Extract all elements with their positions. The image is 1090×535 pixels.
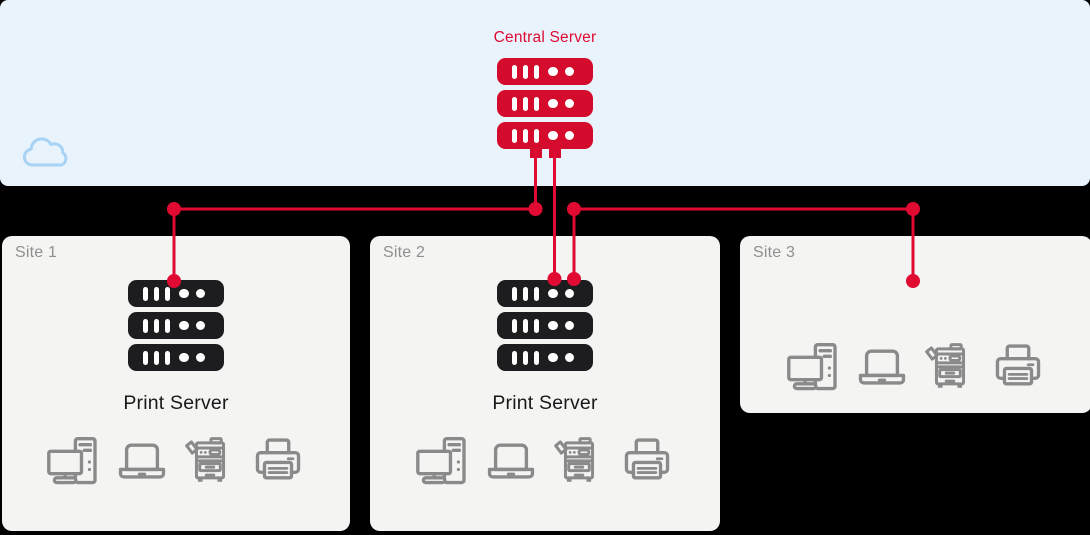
print-server-label: Print Server <box>492 392 598 414</box>
desktop-pc-icon <box>416 436 466 485</box>
copier-icon <box>554 437 595 484</box>
print-server-icon <box>497 280 593 371</box>
desktop-pc-icon <box>787 342 837 391</box>
printer-icon <box>995 344 1041 386</box>
cloud-icon <box>22 137 68 167</box>
laptop-icon <box>487 443 535 479</box>
site-2-label: Site 2 <box>383 244 426 261</box>
server-connector-stub <box>549 148 561 158</box>
device-row <box>415 434 675 490</box>
server-row <box>497 90 593 117</box>
site-card-3: Site 3 <box>740 236 1090 413</box>
print-server-icon <box>128 280 224 371</box>
central-server-icon <box>497 58 593 158</box>
laptop-icon <box>118 443 166 479</box>
server-row <box>497 58 593 85</box>
junction-dot <box>906 202 920 216</box>
site-1-label: Site 1 <box>15 244 58 261</box>
server-row <box>497 122 593 149</box>
device-row <box>786 340 1046 396</box>
copier-icon <box>185 437 226 484</box>
copier-icon <box>925 343 966 390</box>
junction-dot <box>167 202 181 216</box>
junction-dot <box>528 202 543 216</box>
device-row <box>46 434 306 490</box>
site-card-1: Site 1 Print Server <box>2 236 350 531</box>
site-3-label: Site 3 <box>753 244 796 261</box>
print-server-label: Print Server <box>123 392 229 414</box>
site-card-2: Site 2 Print Server <box>370 236 720 531</box>
printer-icon <box>624 438 670 480</box>
central-server-label: Central Server <box>493 29 597 46</box>
laptop-icon <box>858 349 906 385</box>
junction-dot <box>567 202 581 216</box>
printer-icon <box>255 438 301 480</box>
desktop-pc-icon <box>47 436 97 485</box>
server-connector-stub <box>530 148 542 158</box>
